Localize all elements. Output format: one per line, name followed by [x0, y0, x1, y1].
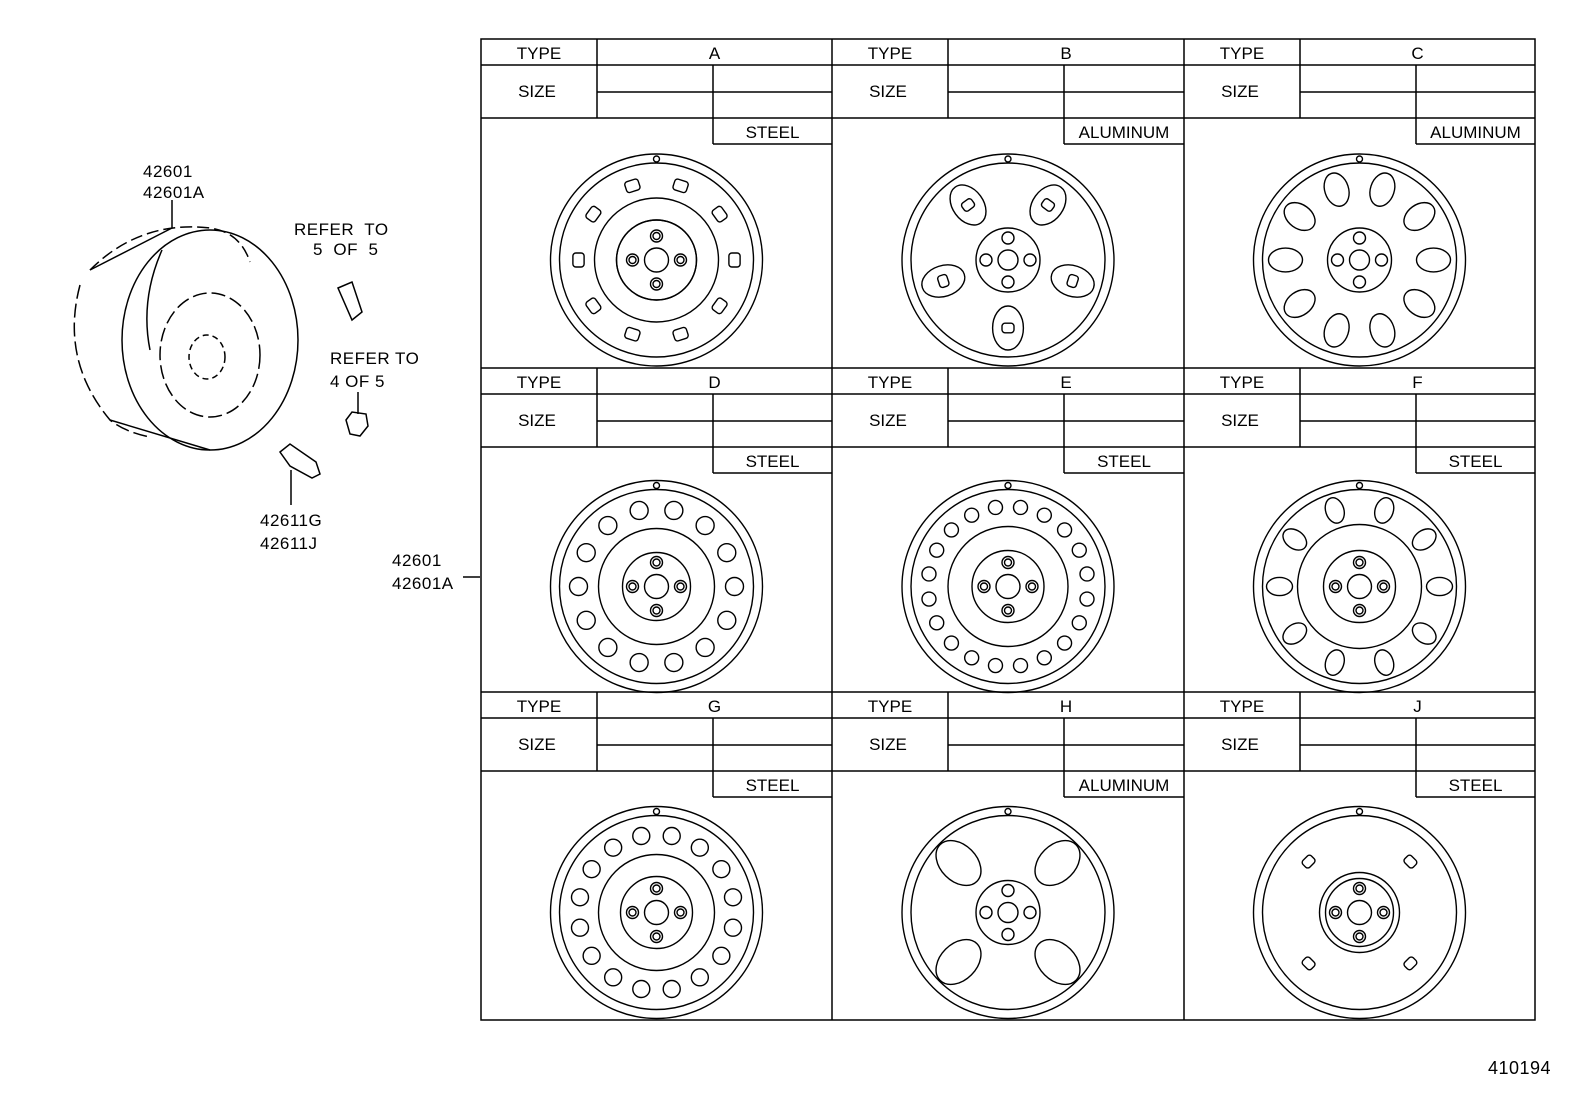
- wheel-a-drawing: [549, 153, 764, 367]
- material-label-a: STEEL: [746, 123, 800, 142]
- wheel-part-number-2: 42601A: [143, 183, 205, 202]
- type-value-h: H: [1060, 697, 1072, 716]
- type-label: TYPE: [1220, 44, 1264, 63]
- wheel-assembly-illustration: [73, 200, 480, 578]
- type-label: TYPE: [517, 373, 561, 392]
- size-label: SIZE: [1221, 735, 1259, 754]
- material-label-d: STEEL: [746, 452, 800, 471]
- wheel-d-drawing: [549, 479, 764, 694]
- wheel-c-drawing: [1252, 153, 1467, 367]
- wheel-f-drawing: [1252, 479, 1467, 694]
- type-value-f: F: [1412, 373, 1422, 392]
- size-label: SIZE: [518, 735, 556, 754]
- size-label: SIZE: [518, 82, 556, 101]
- type-value-j: J: [1413, 697, 1422, 716]
- grid-part-number-2: 42601A: [392, 574, 454, 593]
- type-label: TYPE: [868, 697, 912, 716]
- material-label-b: ALUMINUM: [1079, 123, 1170, 142]
- wheel-h-drawing: [901, 805, 1115, 1020]
- wheel-part-number-1: 42601: [143, 162, 193, 181]
- valve-part-number-1: 42611G: [260, 511, 323, 530]
- grid-part-number-1: 42601: [392, 551, 442, 570]
- type-label: TYPE: [517, 44, 561, 63]
- material-label-c: ALUMINUM: [1430, 123, 1521, 142]
- material-label-g: STEEL: [746, 776, 800, 795]
- size-label: SIZE: [518, 411, 556, 430]
- wheel-j-drawing: [1252, 805, 1467, 1020]
- size-label: SIZE: [1221, 411, 1259, 430]
- wheel-b-drawing: [901, 153, 1115, 367]
- type-label: TYPE: [1220, 373, 1264, 392]
- material-label-h: ALUMINUM: [1079, 776, 1170, 795]
- refer-upper-line-2: 5 OF 5: [313, 240, 379, 259]
- type-value-g: G: [708, 697, 721, 716]
- type-value-d: D: [708, 373, 720, 392]
- refer-lower-line-2: 4 OF 5: [330, 372, 385, 391]
- type-label: TYPE: [868, 44, 912, 63]
- material-label-j: STEEL: [1449, 776, 1503, 795]
- valve-part-number-2: 42611J: [260, 534, 318, 553]
- type-value-e: E: [1060, 373, 1071, 392]
- refer-upper-line-1: REFER TO: [294, 220, 389, 239]
- material-label-f: STEEL: [1449, 452, 1503, 471]
- size-label: SIZE: [869, 411, 907, 430]
- type-label: TYPE: [517, 697, 561, 716]
- wheel-e-drawing: [901, 479, 1115, 694]
- type-label: TYPE: [868, 373, 912, 392]
- type-label: TYPE: [1220, 697, 1264, 716]
- type-value-b: B: [1060, 44, 1071, 63]
- material-label-e: STEEL: [1097, 452, 1151, 471]
- size-label: SIZE: [869, 82, 907, 101]
- diagram-id: 410194: [1488, 1058, 1552, 1078]
- size-label: SIZE: [1221, 82, 1259, 101]
- type-value-c: C: [1411, 44, 1423, 63]
- wheel-g-drawing: [549, 805, 764, 1020]
- refer-lower-line-1: REFER TO: [330, 349, 420, 368]
- type-value-a: A: [709, 44, 721, 63]
- size-label: SIZE: [869, 735, 907, 754]
